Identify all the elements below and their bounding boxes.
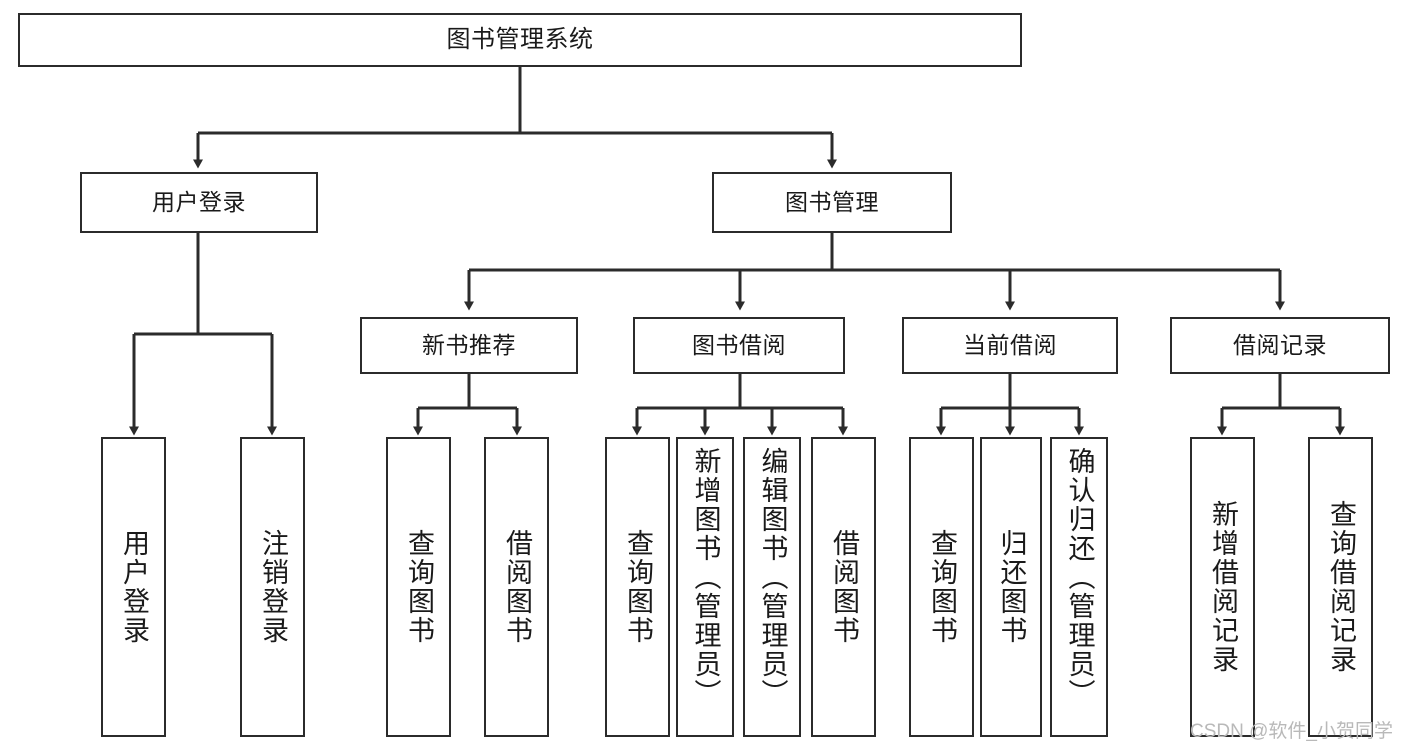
node-leaf-query-book-1-label: 查询图书 bbox=[404, 529, 434, 645]
node-leaf-add-record[interactable]: 新增借阅记录 bbox=[1190, 437, 1255, 737]
node-leaf-edit-book-label: 编辑图书（管理员） bbox=[757, 447, 788, 708]
node-leaf-add-book[interactable]: 新增图书（管理员） bbox=[676, 437, 734, 737]
node-leaf-borrow-book-2[interactable]: 借阅图书 bbox=[811, 437, 876, 737]
node-leaf-add-book-label: 新增图书（管理员） bbox=[690, 447, 721, 708]
node-leaf-confirm-return-label: 确认归还（管理员） bbox=[1064, 447, 1095, 708]
node-leaf-add-record-label: 新增借阅记录 bbox=[1208, 500, 1238, 674]
node-leaf-user-login-label: 用户登录 bbox=[119, 529, 149, 645]
node-leaf-edit-book[interactable]: 编辑图书（管理员） bbox=[743, 437, 801, 737]
node-leaf-confirm-return[interactable]: 确认归还（管理员） bbox=[1050, 437, 1108, 737]
node-book-borrow-label: 图书借阅 bbox=[692, 332, 786, 359]
node-leaf-query-record[interactable]: 查询借阅记录 bbox=[1308, 437, 1373, 737]
node-new-book-rec[interactable]: 新书推荐 bbox=[360, 317, 578, 374]
node-borrow-record[interactable]: 借阅记录 bbox=[1170, 317, 1390, 374]
node-leaf-return-book[interactable]: 归还图书 bbox=[980, 437, 1042, 737]
node-leaf-logout-label: 注销登录 bbox=[258, 529, 288, 645]
node-leaf-borrow-book-2-label: 借阅图书 bbox=[829, 529, 859, 645]
node-leaf-return-book-label: 归还图书 bbox=[996, 529, 1027, 645]
node-leaf-query-book-2-label: 查询图书 bbox=[623, 529, 653, 645]
node-book-borrow[interactable]: 图书借阅 bbox=[633, 317, 845, 374]
node-book-manage[interactable]: 图书管理 bbox=[712, 172, 952, 233]
node-leaf-user-login[interactable]: 用户登录 bbox=[101, 437, 166, 737]
node-leaf-query-book-2[interactable]: 查询图书 bbox=[605, 437, 670, 737]
node-borrow-record-label: 借阅记录 bbox=[1233, 332, 1327, 359]
node-root[interactable]: 图书管理系统 bbox=[18, 13, 1022, 67]
node-leaf-query-book-3-label: 查询图书 bbox=[927, 529, 957, 645]
node-leaf-query-book-3[interactable]: 查询图书 bbox=[909, 437, 974, 737]
node-current-borrow-label: 当前借阅 bbox=[963, 332, 1057, 359]
node-current-borrow[interactable]: 当前借阅 bbox=[902, 317, 1118, 374]
node-user-login-label: 用户登录 bbox=[152, 189, 246, 216]
node-user-login[interactable]: 用户登录 bbox=[80, 172, 318, 233]
node-leaf-borrow-book-1-label: 借阅图书 bbox=[502, 529, 532, 645]
node-new-book-rec-label: 新书推荐 bbox=[422, 332, 516, 359]
node-leaf-query-record-label: 查询借阅记录 bbox=[1326, 500, 1356, 674]
node-leaf-query-book-1[interactable]: 查询图书 bbox=[386, 437, 451, 737]
node-leaf-logout[interactable]: 注销登录 bbox=[240, 437, 305, 737]
csdn-watermark: CSDN @软件_小贺同学 bbox=[1190, 721, 1393, 742]
node-book-manage-label: 图书管理 bbox=[785, 189, 879, 216]
node-leaf-borrow-book-1[interactable]: 借阅图书 bbox=[484, 437, 549, 737]
node-root-label: 图书管理系统 bbox=[446, 26, 594, 54]
